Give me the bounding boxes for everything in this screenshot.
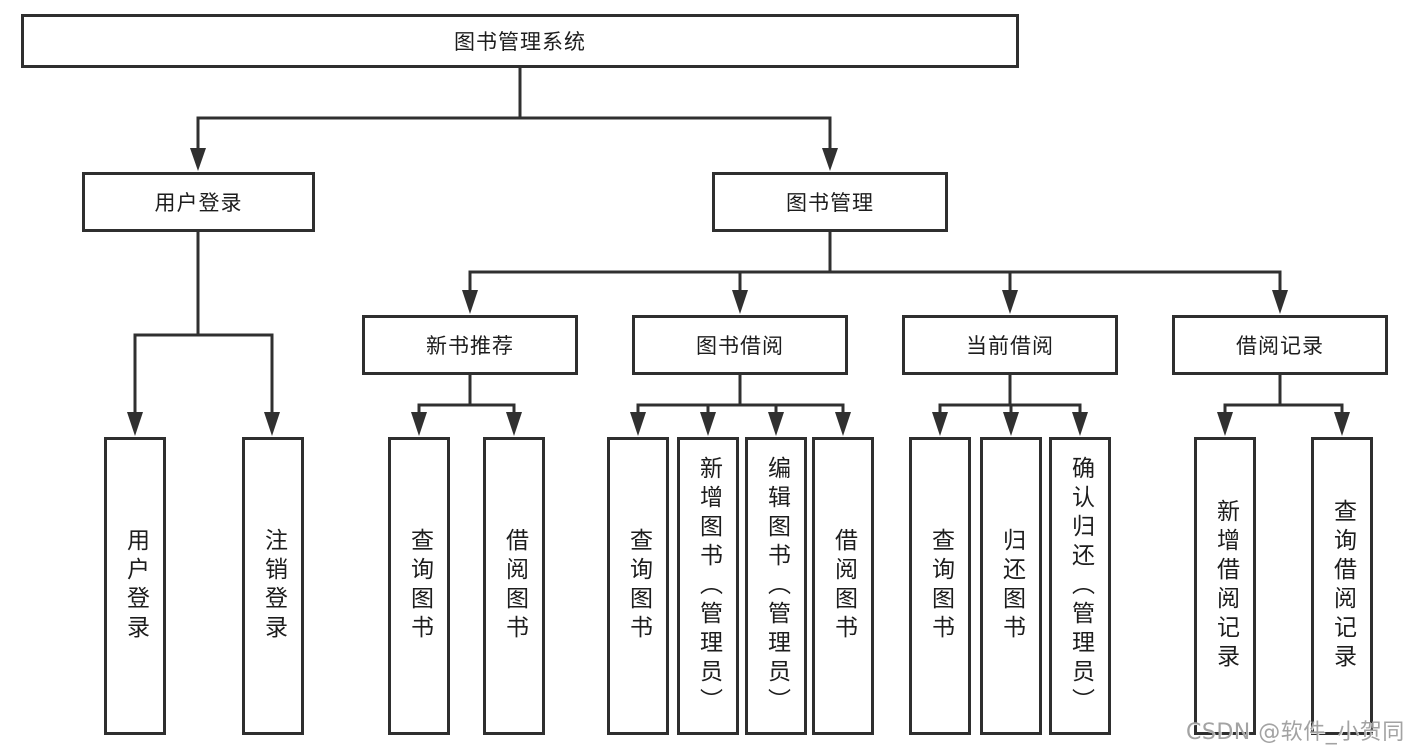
leaf-current-return-books-label: 归还图书: [998, 528, 1025, 644]
leaf-logout-label: 注销登录: [260, 528, 287, 644]
node-current-borrow-label: 当前借阅: [966, 334, 1054, 358]
leaf-records-add-record: 新增借阅记录: [1194, 437, 1256, 735]
leaf-recommend-query-books: 查询图书: [388, 437, 450, 735]
leaf-recommend-borrow-books-label: 借阅图书: [501, 528, 528, 644]
node-user-login: 用户登录: [82, 172, 315, 232]
csdn-watermark: CSDN @软件_小贺同学: [1186, 720, 1405, 745]
leaf-borrow-add-books-admin-label: 新增图书（管理员）: [695, 455, 722, 717]
leaf-current-confirm-return-admin: 确认归还（管理员）: [1049, 437, 1111, 735]
leaf-user-login: 用户登录: [104, 437, 166, 735]
leaf-current-query-books-label: 查询图书: [927, 528, 954, 644]
leaf-borrow-query-books: 查询图书: [607, 437, 669, 735]
node-book-borrow: 图书借阅: [632, 315, 848, 375]
leaf-logout: 注销登录: [242, 437, 304, 735]
leaf-user-login-label: 用户登录: [122, 528, 149, 644]
leaf-recommend-query-books-label: 查询图书: [406, 528, 433, 644]
leaf-records-add-record-label: 新增借阅记录: [1212, 499, 1239, 673]
leaf-borrow-edit-books-admin-label: 编辑图书（管理员）: [763, 455, 790, 717]
node-book-borrow-label: 图书借阅: [696, 334, 784, 358]
leaf-records-query-record-label: 查询借阅记录: [1329, 499, 1356, 673]
leaf-current-query-books: 查询图书: [909, 437, 971, 735]
node-book-management: 图书管理: [712, 172, 948, 232]
leaf-current-confirm-return-admin-label: 确认归还（管理员）: [1067, 455, 1094, 717]
leaf-borrow-borrow-books: 借阅图书: [812, 437, 874, 735]
node-user-login-label: 用户登录: [154, 191, 243, 215]
node-root-label: 图书管理系统: [454, 30, 586, 54]
node-new-book-recommend: 新书推荐: [362, 315, 578, 375]
node-current-borrow: 当前借阅: [902, 315, 1118, 375]
leaf-records-query-record: 查询借阅记录: [1311, 437, 1373, 735]
node-new-book-recommend-label: 新书推荐: [426, 334, 514, 358]
node-borrow-records-label: 借阅记录: [1236, 334, 1324, 358]
node-borrow-records: 借阅记录: [1172, 315, 1388, 375]
leaf-borrow-query-books-label: 查询图书: [625, 528, 652, 644]
leaf-borrow-edit-books-admin: 编辑图书（管理员）: [745, 437, 807, 735]
leaf-borrow-add-books-admin: 新增图书（管理员）: [677, 437, 739, 735]
leaf-recommend-borrow-books: 借阅图书: [483, 437, 545, 735]
leaf-borrow-borrow-books-label: 借阅图书: [830, 528, 857, 644]
node-root: 图书管理系统: [21, 14, 1019, 68]
node-book-management-label: 图书管理: [786, 191, 874, 215]
leaf-current-return-books: 归还图书: [980, 437, 1042, 735]
